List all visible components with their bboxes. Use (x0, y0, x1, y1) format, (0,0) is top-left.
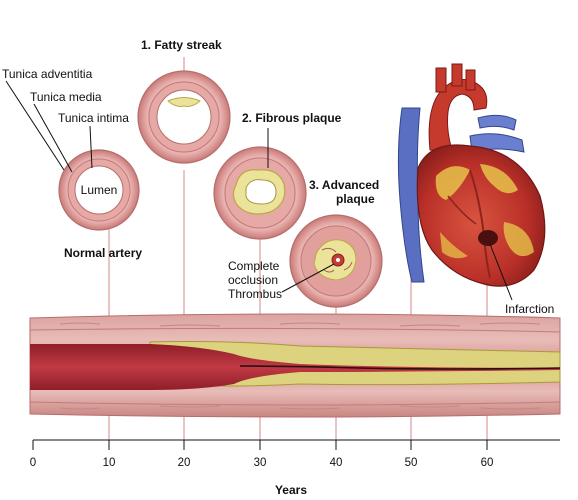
tick-0: 0 (30, 457, 36, 469)
tick-20: 20 (178, 457, 191, 469)
infarction-area (478, 230, 498, 246)
label-normal-artery: Normal artery (64, 246, 142, 260)
label-lumen: Lumen (81, 183, 118, 197)
label-fibrous-plaque: 2. Fibrous plaque (242, 111, 342, 125)
fatty-streak-deposit (167, 97, 201, 107)
heart-illustration (397, 63, 546, 287)
tick-60: 60 (481, 457, 494, 469)
label-occlusion: occlusion (228, 273, 278, 287)
label-advanced-plaque-1: 3. Advanced (309, 178, 379, 192)
label-tunica-intima: Tunica intima (58, 111, 129, 125)
label-infarction: Infarction (505, 302, 554, 316)
label-complete: Complete (228, 259, 280, 273)
tick-30: 30 (254, 457, 267, 469)
advanced-plaque-cross-section (289, 214, 383, 308)
label-fatty-streak: 1. Fatty streak (141, 38, 222, 52)
label-pointers (5, 80, 513, 301)
normal-artery-cross-section (58, 149, 140, 231)
tick-10: 10 (103, 457, 116, 469)
timeline-axis: 0 10 20 30 40 50 60 Years (30, 439, 560, 497)
label-thrombus: Thrombus (228, 287, 282, 301)
tick-50: 50 (405, 457, 418, 469)
tick-40: 40 (330, 457, 343, 469)
label-tunica-media: Tunica media (30, 90, 102, 104)
label-tunica-adventitia: Tunica adventitia (2, 67, 93, 81)
axis-title-years: Years (275, 483, 307, 497)
fatty-streak-cross-section (137, 70, 231, 164)
label-advanced-plaque-2: plaque (336, 192, 375, 206)
longitudinal-artery (29, 313, 561, 418)
fibrous-plaque-lumen (245, 179, 277, 205)
fibrous-plaque-cross-section (213, 146, 307, 240)
